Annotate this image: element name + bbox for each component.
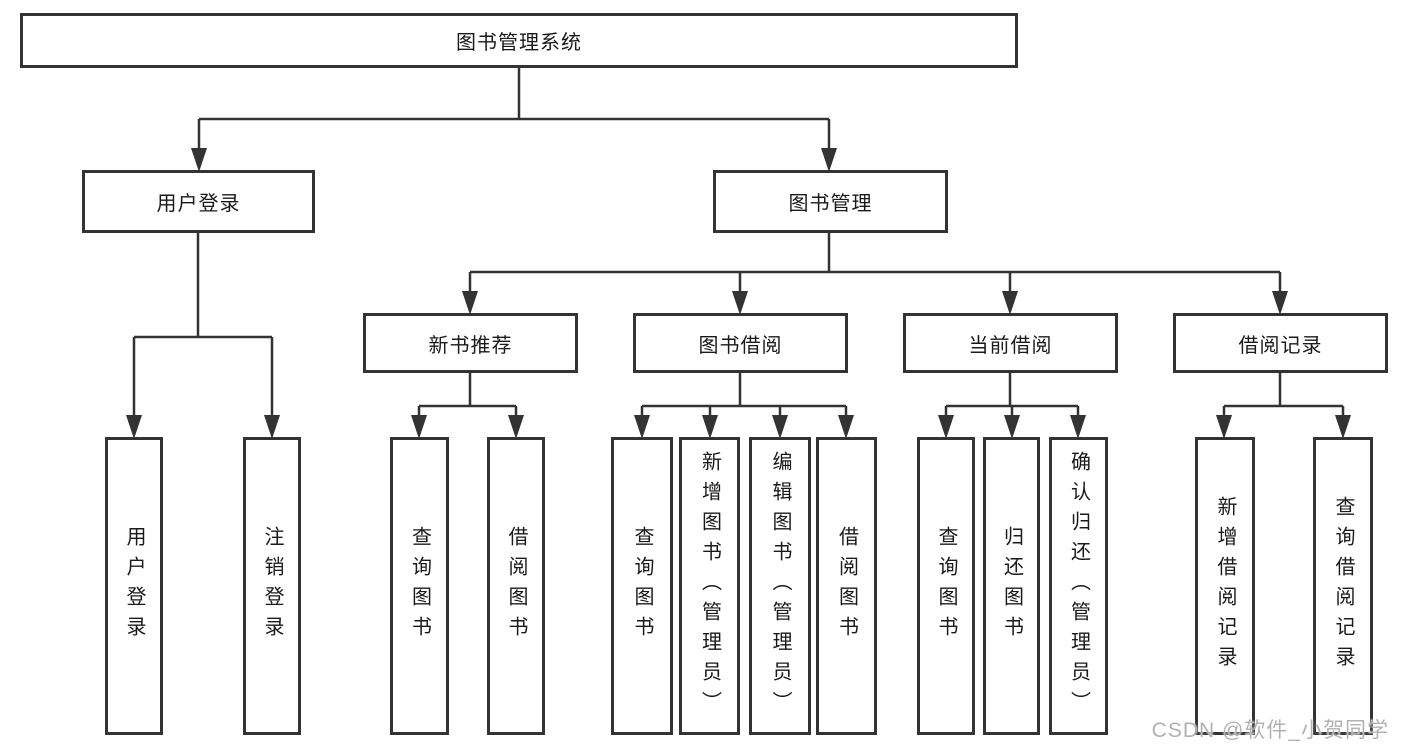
leaf-query-books-recommend: 查询图书 [390,437,449,735]
leaf-confirm-return-admin: 确认归还（管理员） [1049,437,1108,735]
leaf-return-books: 归还图书 [983,437,1040,735]
leaf-user-login: 用户登录 [105,437,163,735]
node-label: 新增图书（管理员） [698,451,721,721]
leaf-logout: 注销登录 [243,437,301,735]
node-book-management: 图书管理 [713,170,948,233]
leaf-query-borrow-record: 查询借阅记录 [1313,437,1373,735]
node-label: 查询图书 [408,526,431,646]
node-label: 确认归还（管理员） [1067,451,1090,721]
node-library-management-system: 图书管理系统 [20,13,1018,68]
node-label: 归还图书 [1000,526,1023,646]
arrowheads [126,148,1351,439]
node-label: 借阅图书 [505,526,527,646]
leaf-edit-books-admin: 编辑图书（管理员） [749,437,811,735]
node-current-borrowing: 当前借阅 [903,313,1118,373]
leaf-add-borrow-record: 新增借阅记录 [1195,437,1255,735]
leaf-query-books-current: 查询图书 [917,437,975,735]
csdn-watermark: CSDN @软件_小贺同学 [1151,719,1389,742]
node-label: 查询图书 [631,526,653,646]
node-label: 新增借阅记录 [1214,496,1236,676]
node-label: 借阅记录 [1238,334,1323,357]
node-label: 借阅图书 [835,526,858,646]
node-label: 查询借阅记录 [1332,496,1354,676]
node-label: 查询图书 [935,526,957,646]
node-label: 用户登录 [123,526,145,646]
node-label: 图书管理 [788,193,873,215]
node-label: 图书管理系统 [456,32,582,54]
node-label: 注销登录 [261,526,283,646]
node-book-borrowing: 图书借阅 [633,313,848,373]
node-label: 新书推荐 [428,334,513,357]
leaf-borrow-books: 借阅图书 [816,437,877,735]
node-user-login: 用户登录 [82,170,315,233]
node-label: 编辑图书（管理员） [769,451,791,721]
node-label: 用户登录 [156,193,241,215]
node-label: 当前借阅 [968,334,1053,357]
node-borrowing-records: 借阅记录 [1173,313,1388,373]
leaf-borrow-books-recommend: 借阅图书 [487,437,545,735]
node-new-book-recommendation: 新书推荐 [363,313,578,373]
leaf-query-books-borrow: 查询图书 [611,437,673,735]
leaf-add-books-admin: 新增图书（管理员） [679,437,740,735]
node-label: 图书借阅 [698,334,783,357]
